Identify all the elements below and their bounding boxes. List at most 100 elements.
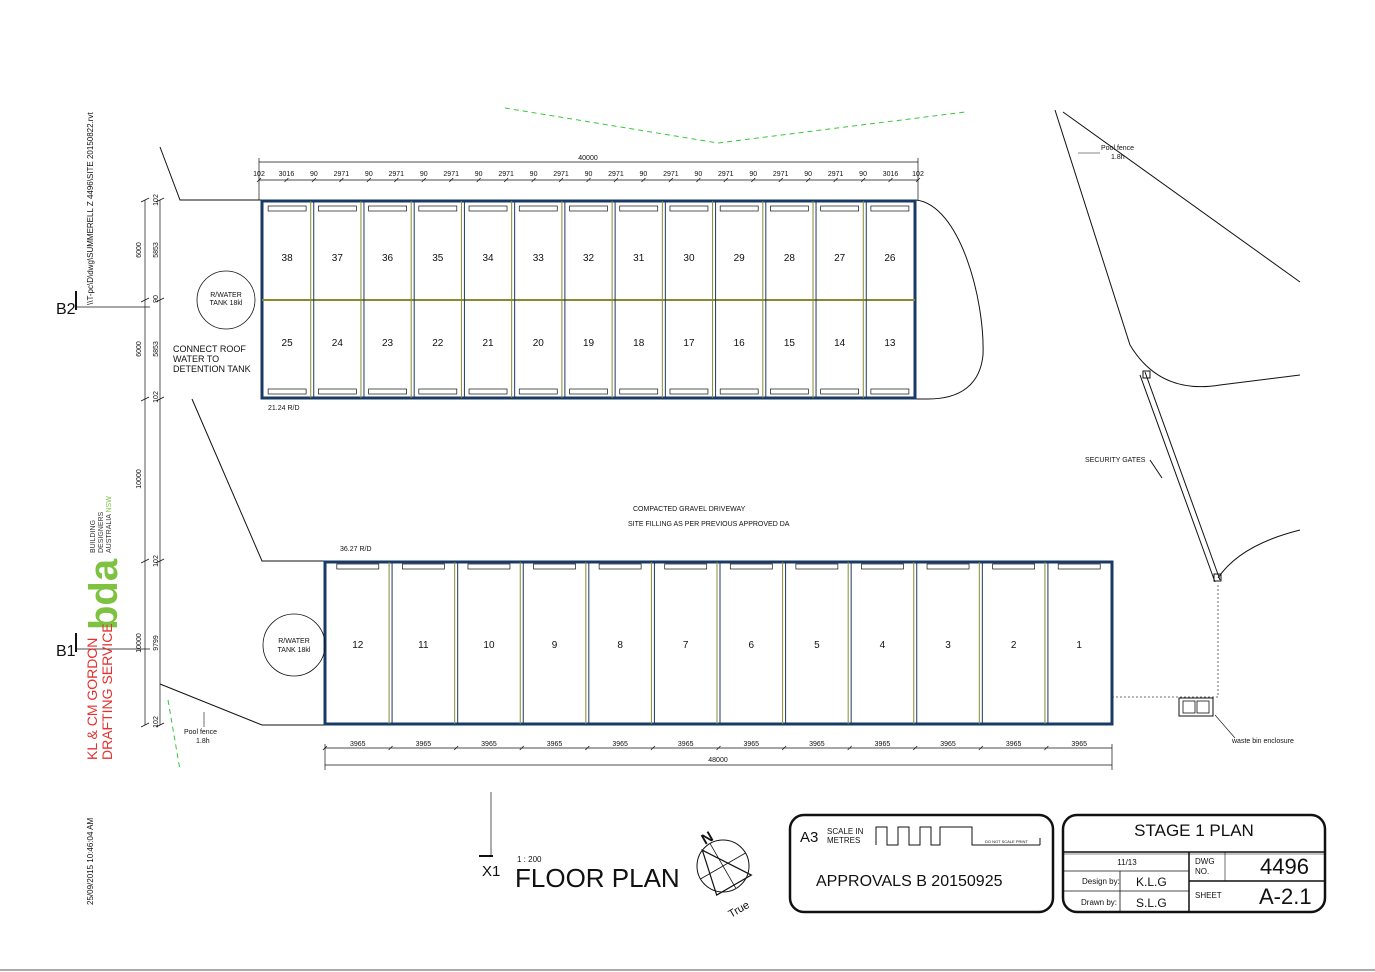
- segment-dim-label: 3965: [809, 741, 825, 748]
- connect-note: DETENTION TANK: [173, 364, 251, 374]
- window-marker: [729, 563, 773, 570]
- left-dim-label: 10000: [136, 469, 143, 489]
- unit-number: 15: [784, 338, 796, 349]
- segment-dim-label: 3965: [940, 741, 956, 748]
- segment-dim-label: 3016: [279, 171, 295, 178]
- unit-number: 19: [583, 338, 595, 349]
- waste-bin: [1196, 700, 1210, 714]
- segment-dim-label: 2971: [773, 171, 789, 178]
- north-arrow-icon: [696, 839, 753, 896]
- left-dim-label: 9799: [153, 635, 160, 651]
- unit-number: 33: [533, 253, 545, 264]
- window-marker: [992, 563, 1035, 570]
- section-b2-label: B2: [56, 301, 76, 318]
- site-filling-note: SITE FILLING AS PER PREVIOUS APPROVED DA: [628, 521, 790, 528]
- window-marker: [533, 563, 576, 570]
- segment-dim-label: 3965: [1071, 741, 1087, 748]
- dim-tick: [781, 745, 787, 751]
- waste-bin-note: waste bin enclosure: [1231, 738, 1294, 745]
- window-marker: [820, 205, 860, 212]
- segment-dim-label: 3965: [678, 741, 694, 748]
- segment-dim-label: 90: [749, 171, 757, 178]
- window-marker: [267, 205, 307, 212]
- dim-tick: [394, 177, 399, 183]
- window-marker: [770, 388, 809, 395]
- window-marker: [336, 563, 380, 570]
- window-marker: [861, 563, 904, 570]
- tank-label: TANK 18kl: [210, 300, 243, 307]
- segment-dim-label: 2971: [663, 171, 679, 178]
- unit-number: 36: [382, 253, 394, 264]
- sheet-number: A-2.1: [1259, 884, 1312, 909]
- segment-dim-label: 90: [585, 171, 593, 178]
- pool-fence-height: 1.8h: [196, 738, 210, 745]
- window-marker: [368, 388, 407, 395]
- sheet-label: SHEET: [1195, 891, 1222, 900]
- logo-tagline: BUILDING: [90, 520, 97, 553]
- unit-number: 37: [332, 253, 344, 264]
- drawing-path: \\T-pc\D\dwg\SUMMERELL Z 4496\SITE 20150…: [86, 112, 95, 305]
- print-timestamp: 25/09/2015 10:46:04 AM: [86, 817, 95, 905]
- bottom-overall-dim-label: 48000: [708, 757, 728, 764]
- window-marker: [402, 563, 445, 570]
- approval-status: APPROVALS B 20150925: [816, 873, 1003, 890]
- dwg-label: DWG: [1195, 857, 1215, 866]
- dim-tick: [453, 745, 459, 751]
- waste-bin-enclosure: [1178, 697, 1214, 717]
- segment-dim-label: 3965: [1006, 741, 1022, 748]
- window-marker: [795, 563, 839, 570]
- top-rl-label: 21.24 R/D: [268, 405, 300, 412]
- segment-dim-label: 90: [365, 171, 373, 178]
- unit-number: 29: [734, 253, 746, 264]
- segment-dim-label: 90: [694, 171, 702, 178]
- dim-tick: [388, 745, 393, 751]
- do-not-scale-note: DO NOT SCALE PRINT: [985, 839, 1028, 844]
- pool-fence-note: Pool fence: [184, 729, 217, 736]
- dim-tick: [531, 177, 536, 183]
- window-marker: [619, 388, 659, 395]
- unit-number: 26: [884, 253, 896, 264]
- dim-tick: [339, 177, 344, 183]
- unit-number: 30: [683, 253, 695, 264]
- left-dimension-labels: 6000600010000100001025853905853102102979…: [136, 194, 160, 728]
- scale-label: METRES: [827, 836, 860, 845]
- dim-tick: [805, 177, 811, 183]
- window-marker: [518, 388, 558, 395]
- dim-tick: [860, 177, 866, 183]
- top-unit-block: 3825372436233522342133203219311830172916…: [260, 199, 917, 400]
- unit-number: 13: [884, 338, 896, 349]
- segment-dim-label: 102: [253, 171, 265, 178]
- security-gates-note: SECURITY GATES: [1085, 457, 1146, 464]
- window-marker: [468, 388, 508, 395]
- dim-tick: [421, 177, 426, 183]
- window-marker: [1057, 563, 1101, 570]
- site-boundary-lines: [159, 109, 1301, 726]
- scale-bar: [875, 826, 1040, 846]
- unit-number: 27: [834, 253, 846, 264]
- dim-tick: [613, 177, 619, 183]
- security-gate-marker: [1213, 573, 1222, 582]
- window-marker: [418, 205, 458, 212]
- window-marker: [598, 563, 642, 570]
- dim-tick: [888, 177, 893, 183]
- unit-number: 28: [784, 253, 796, 264]
- dim-tick: [503, 177, 509, 183]
- north-label: N: [699, 828, 717, 848]
- segment-dim-label: 2971: [334, 171, 350, 178]
- dim-tick: [476, 177, 481, 183]
- view-scale: 1 : 200: [517, 855, 542, 864]
- window-marker: [664, 563, 708, 570]
- dim-tick: [641, 177, 646, 183]
- drawn-by-label: Drawn by:: [1081, 898, 1117, 907]
- left-dim-label: 90: [153, 295, 160, 303]
- unit-number: 22: [432, 338, 444, 349]
- dim-tick: [1044, 745, 1049, 751]
- unit-number: 5: [814, 640, 820, 651]
- design-by-label: Design by:: [1082, 877, 1120, 886]
- unit-number: 24: [332, 338, 344, 349]
- view-title: FLOOR PLAN: [515, 863, 680, 893]
- dim-tick: [448, 177, 454, 183]
